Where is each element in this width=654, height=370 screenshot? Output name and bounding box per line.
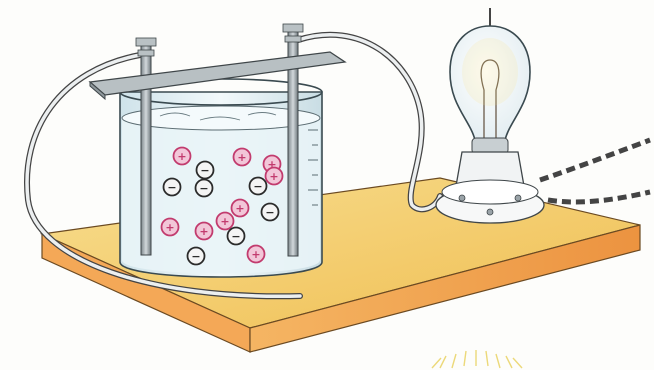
ion-sign: + [251, 248, 260, 261]
positive-ion-2: + [234, 149, 251, 166]
glow-sketch [432, 350, 522, 368]
ion-sign: + [199, 225, 208, 238]
ion-sign: + [237, 151, 246, 164]
socket-screw-right [515, 195, 521, 201]
positive-ion-5: + [162, 219, 179, 236]
light-bulb [450, 8, 530, 154]
positive-ion-7: + [217, 213, 234, 230]
positive-ion-6: + [196, 223, 213, 240]
ion-sign: − [167, 181, 176, 194]
ion-sign: − [231, 230, 240, 243]
positive-ion-8: + [248, 246, 265, 263]
negative-ion-2: − [164, 179, 181, 196]
ion-sign: + [269, 170, 278, 183]
ion-sign: − [253, 180, 262, 193]
negative-ion-1: − [197, 162, 214, 179]
bulb-socket [436, 152, 544, 223]
negative-ion-7: − [188, 248, 205, 265]
ion-sign: − [199, 182, 208, 195]
positive-ion-9: + [266, 168, 283, 185]
ion-sign: + [220, 215, 229, 228]
ion-sign: − [200, 164, 209, 177]
ion-sign: − [191, 250, 200, 263]
ion-sign: + [177, 150, 186, 163]
ion-sign: + [165, 221, 174, 234]
wire-socket-out-lower [548, 192, 650, 202]
negative-ion-4: − [250, 178, 267, 195]
negative-ion-5: − [262, 204, 279, 221]
electrode-left [141, 40, 151, 255]
ion-sign: − [265, 206, 274, 219]
socket-screw-left [459, 195, 465, 201]
negative-ion-3: − [196, 180, 213, 197]
ion-sign: + [235, 202, 244, 215]
positive-ion-4: + [232, 200, 249, 217]
socket-base-top [442, 180, 538, 204]
positive-ion-1: + [174, 148, 191, 165]
negative-ion-6: − [228, 228, 245, 245]
socket-screw-front [487, 209, 493, 215]
wire-socket-out-upper [540, 140, 650, 180]
bulb-glow [462, 38, 518, 106]
